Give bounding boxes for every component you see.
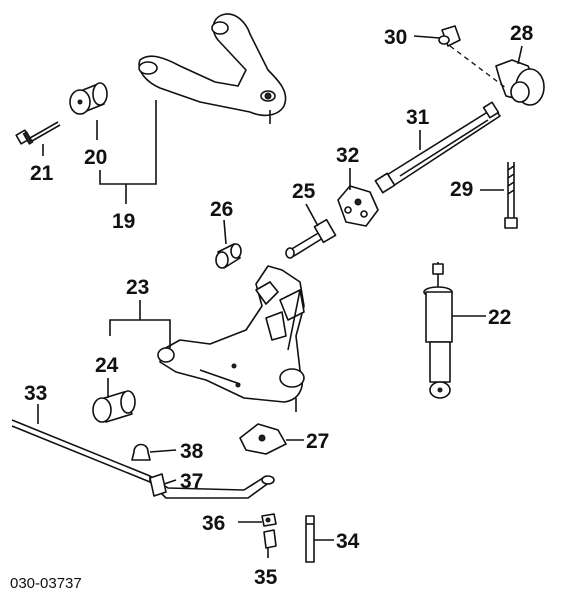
callout-30: 30 xyxy=(384,26,407,49)
callout-19: 19 xyxy=(112,210,135,233)
callout-35: 35 xyxy=(254,566,278,589)
callout-38: 38 xyxy=(180,440,204,463)
nut-36 xyxy=(261,513,277,527)
nut-dash-line xyxy=(449,45,507,89)
clamp-38 xyxy=(131,443,151,461)
shock-absorber xyxy=(423,262,453,399)
callout-27: 27 xyxy=(306,430,329,453)
callout-36: 36 xyxy=(202,512,225,535)
bolt-21 xyxy=(15,121,61,145)
callout-labels: 19 20 21 22 23 24 25 26 27 28 29 30 31 3… xyxy=(24,22,534,589)
upper-control-arm xyxy=(138,13,287,124)
callout-33: 33 xyxy=(24,382,47,405)
rod-end xyxy=(495,59,545,106)
lower-control-arm xyxy=(157,265,305,412)
bushing-37 xyxy=(149,473,167,497)
callout-32: 32 xyxy=(336,144,359,167)
callout-34: 34 xyxy=(336,530,360,553)
callout-22: 22 xyxy=(488,306,511,329)
bolt-29 xyxy=(504,162,518,229)
callout-20: 20 xyxy=(84,146,107,169)
bolt-25 xyxy=(285,218,337,259)
bracket-32 xyxy=(337,185,379,227)
callout-25: 25 xyxy=(292,180,316,203)
callout-23: 23 xyxy=(126,276,149,299)
callout-31: 31 xyxy=(406,106,430,129)
callout-28: 28 xyxy=(510,22,534,45)
nut-35 xyxy=(263,529,277,549)
leader-lines xyxy=(37,35,523,558)
upper-bushing xyxy=(69,82,108,115)
mount-27 xyxy=(239,423,287,455)
bushing-24 xyxy=(92,390,136,423)
bushing-26 xyxy=(215,243,242,269)
callout-37: 37 xyxy=(180,470,203,493)
bolt-34 xyxy=(305,515,315,563)
callout-26: 26 xyxy=(210,198,233,221)
nut-30 xyxy=(438,25,461,47)
callout-21: 21 xyxy=(30,162,54,185)
diagram-code: 030-03737 xyxy=(10,575,82,592)
tension-rod xyxy=(374,101,501,194)
callout-29: 29 xyxy=(450,178,473,201)
callout-24: 24 xyxy=(95,354,119,377)
